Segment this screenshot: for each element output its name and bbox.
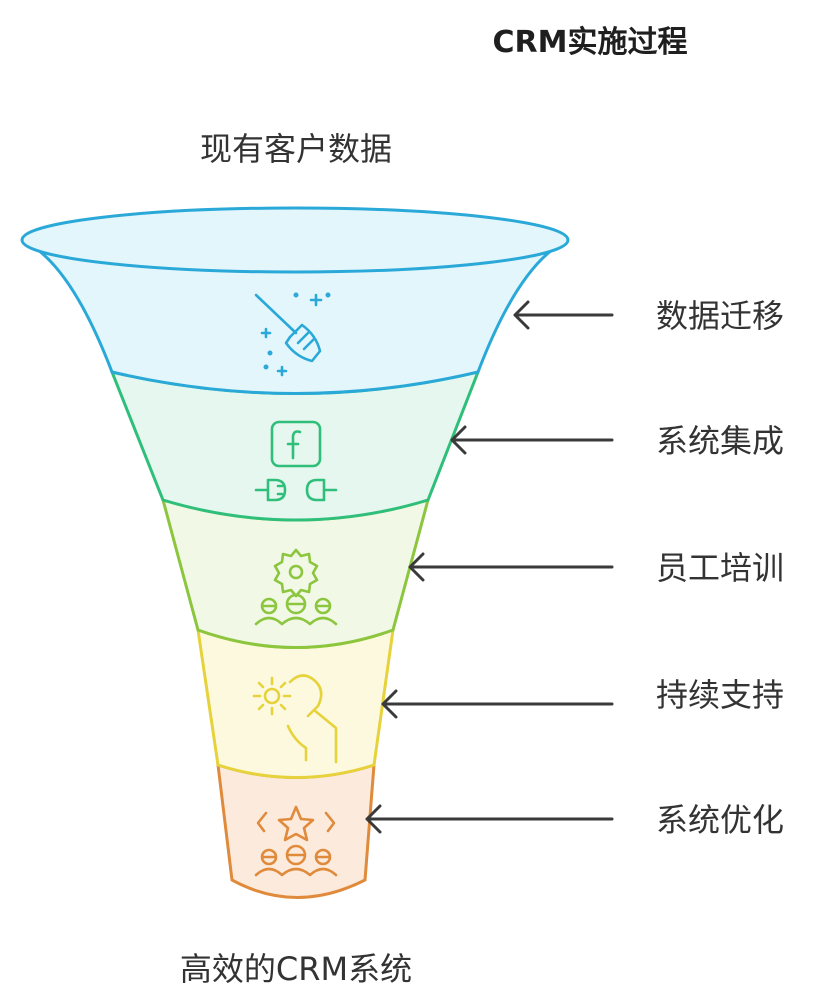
broom-sparkle-icon xyxy=(254,292,331,377)
stage-label-4: 持续支持 xyxy=(656,676,784,714)
stage-label-2-group: 系统集成 xyxy=(450,422,784,460)
stage-label-3: 员工培训 xyxy=(656,549,784,587)
stage-label-5: 系统优化 xyxy=(656,801,784,839)
team-stars-icon xyxy=(254,805,338,877)
funnel-stage-4-band xyxy=(196,627,395,779)
stage-label-4-group: 持续支持 xyxy=(381,676,784,719)
arrow-5 xyxy=(365,804,614,834)
stage-label-5-group: 系统优化 xyxy=(365,801,784,839)
arrow-4 xyxy=(381,689,614,719)
stage-label-2: 系统集成 xyxy=(656,422,784,460)
funnel-stage-5 xyxy=(216,762,376,899)
funnel-stage-1 xyxy=(20,206,570,395)
funnel-stage-4 xyxy=(196,627,395,779)
diagram-title: CRM实施过程 xyxy=(493,25,688,60)
bottom-label: 高效的CRM系统 xyxy=(180,950,412,988)
funnel-stage-5-band xyxy=(216,762,376,899)
stage-label-1: 数据迁移 xyxy=(656,297,784,335)
funnel-top-rim xyxy=(20,206,570,274)
top-label: 现有客户数据 xyxy=(200,130,392,168)
arrow-1 xyxy=(513,300,614,330)
stage-label-1-group: 数据迁移 xyxy=(513,297,784,335)
arrow-3 xyxy=(408,552,614,582)
stage-label-3-group: 员工培训 xyxy=(408,549,784,587)
funnel-stage-3-band xyxy=(160,497,431,649)
funnel-stage-3 xyxy=(160,497,431,649)
team-gear-icon xyxy=(254,548,338,626)
arrow-2 xyxy=(450,425,614,455)
plugin-connector-icon xyxy=(254,420,338,502)
hand-gear-icon xyxy=(252,674,338,764)
